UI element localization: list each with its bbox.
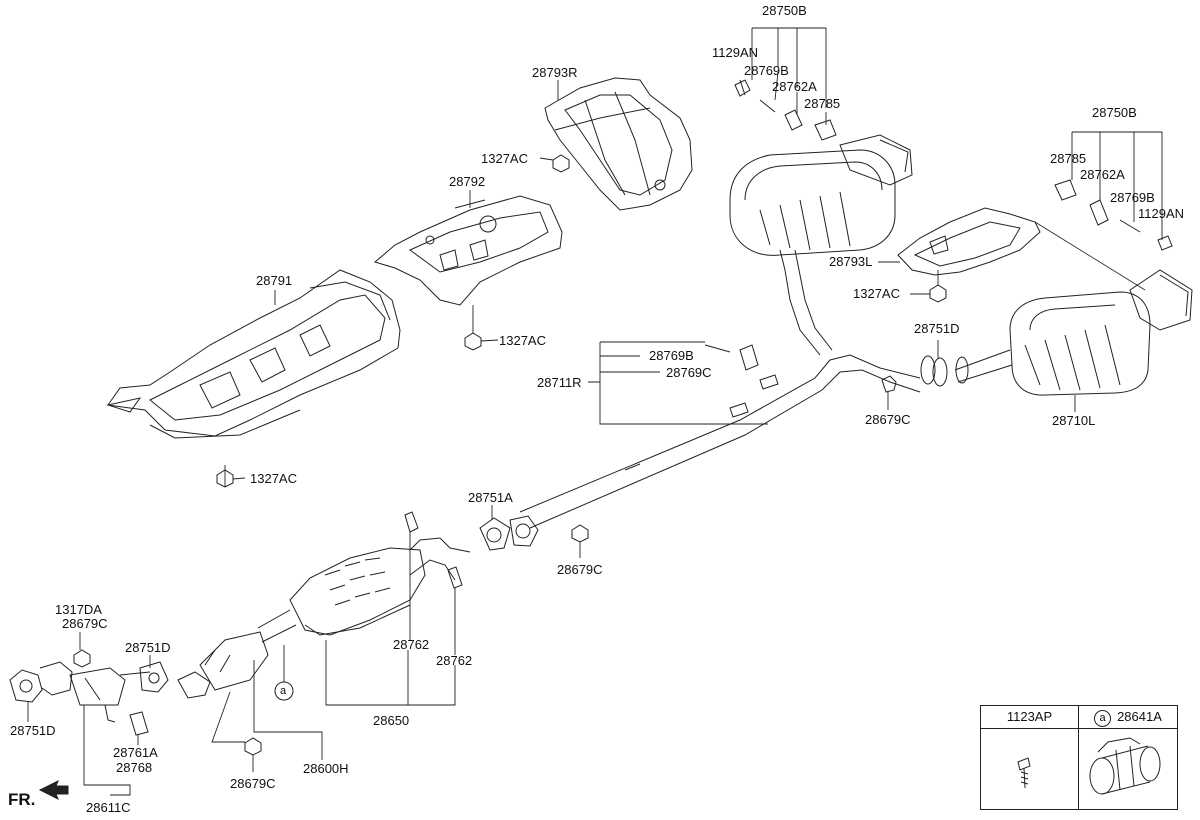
label-28600H: 28600H bbox=[303, 761, 349, 776]
label-28769C: 28769C bbox=[666, 365, 712, 380]
label-28679C-rightmid: 28679C bbox=[557, 562, 603, 577]
label-28751D-left: 28751D bbox=[10, 723, 56, 738]
label-28762-b: 28762 bbox=[436, 653, 473, 668]
label-1327AC-left: 1327AC bbox=[250, 471, 297, 486]
muffler-28710L bbox=[1009, 269, 1193, 396]
label-1327AC-mid: 1327AC bbox=[499, 333, 546, 348]
label-28762-a: 28762 bbox=[393, 637, 430, 652]
legend-table: 1123AP a 28641A bbox=[980, 705, 1178, 810]
forward-arrow-icon bbox=[38, 779, 69, 801]
catalytic-converter-28650 bbox=[177, 547, 426, 699]
label-1327AC-right: 1327AC bbox=[853, 286, 900, 301]
label-28750B-top: 28750B bbox=[762, 3, 807, 18]
legend-header-28641A-text: 28641A bbox=[1117, 709, 1162, 724]
label-1129AN-right: 1129AN bbox=[1138, 206, 1185, 221]
heat-shield-28793R bbox=[544, 77, 693, 211]
clamp-28641A-icon bbox=[1089, 737, 1161, 795]
label-28769B-right: 28769B bbox=[1110, 190, 1155, 205]
callout-circle-a bbox=[274, 681, 294, 701]
label-28679C-mid: 28679C bbox=[865, 412, 911, 427]
label-28751D-midleft: 28751D bbox=[125, 640, 171, 655]
bolt-1123AP-icon bbox=[1017, 757, 1031, 789]
heat-shield-28791 bbox=[106, 269, 401, 439]
label-1317DA: 1317DA bbox=[55, 602, 102, 617]
label-28793L: 28793L bbox=[829, 254, 873, 269]
heat-shield-28793L bbox=[897, 207, 1146, 291]
hardware-rubber-hangers bbox=[129, 109, 1109, 736]
label-28679C-bottom: 28679C bbox=[230, 776, 276, 791]
label-28785-top: 28785 bbox=[804, 96, 841, 111]
center-pipe-28711R bbox=[519, 349, 1013, 529]
hanger-pipe bbox=[404, 511, 471, 589]
label-28751D-rear: 28751D bbox=[914, 321, 960, 336]
label-28762A-right: 28762A bbox=[1080, 167, 1125, 182]
label-28791: 28791 bbox=[256, 273, 293, 288]
label-28792: 28792 bbox=[449, 174, 486, 189]
front-pipe-28611C bbox=[9, 661, 169, 723]
label-28710L: 28710L bbox=[1052, 413, 1096, 428]
label-28785-right: 28785 bbox=[1050, 151, 1087, 166]
label-28679C-left: 28679C bbox=[62, 616, 108, 631]
gasket-28751D-rear bbox=[920, 355, 969, 387]
legend-header-1123AP: 1123AP bbox=[981, 706, 1079, 729]
front-direction-label: FR. bbox=[8, 790, 36, 809]
label-28751A: 28751A bbox=[468, 490, 513, 505]
label-28611C: 28611C bbox=[86, 800, 131, 815]
gasket-28751A bbox=[479, 515, 539, 551]
label-28762A-top: 28762A bbox=[772, 79, 817, 94]
label-28769B-pipe: 28769B bbox=[649, 348, 694, 363]
legend-divider bbox=[1078, 728, 1079, 809]
leader-lines bbox=[27, 27, 1163, 796]
hardware-nuts bbox=[73, 79, 1173, 756]
label-1129AN-top: 1129AN bbox=[712, 45, 759, 60]
legend-callout-a: a bbox=[1094, 710, 1112, 727]
label-28768: 28768 bbox=[116, 760, 153, 775]
label-28769B-top: 28769B bbox=[744, 63, 789, 78]
label-28750B-right: 28750B bbox=[1092, 105, 1137, 120]
legend-header-28641A: a 28641A bbox=[1079, 706, 1177, 729]
callout-a-label: a bbox=[280, 685, 287, 697]
label-28793R: 28793R bbox=[532, 65, 578, 80]
label-28650: 28650 bbox=[373, 713, 410, 728]
muffler-28750 bbox=[729, 134, 913, 356]
label-28711R: 28711R bbox=[537, 375, 582, 390]
label-28761A: 28761A bbox=[113, 745, 158, 760]
hardware-pins bbox=[704, 79, 1141, 353]
label-1327AC-upper: 1327AC bbox=[481, 151, 528, 166]
heat-shield-28792 bbox=[373, 195, 563, 306]
